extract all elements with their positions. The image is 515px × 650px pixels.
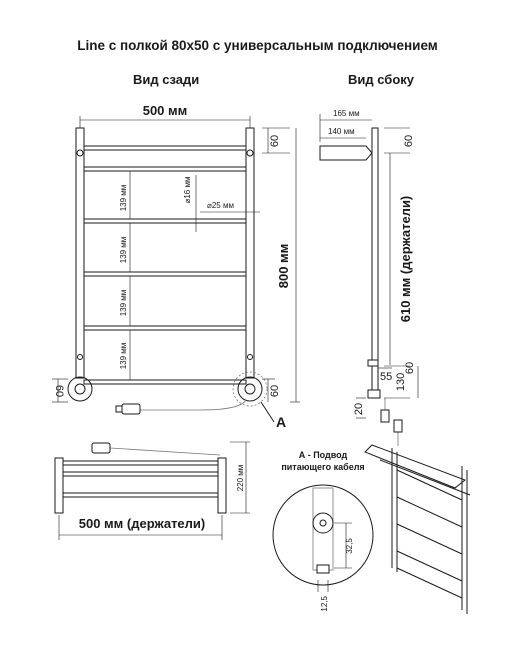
- d25-label: ⌀25 мм: [207, 201, 234, 210]
- side-rail: [371, 127, 379, 391]
- top-view-width-label: 500 мм (держатели): [79, 516, 206, 531]
- top-view-bar-1: [62, 460, 219, 466]
- callout-label: A: [276, 414, 286, 430]
- top-view: 220 мм 500 мм (держатели): [54, 441, 250, 540]
- detail-caption-1: А - Подвод: [299, 450, 348, 460]
- side-holder: [367, 359, 379, 367]
- top-view-bar-2: [62, 471, 219, 477]
- right-rail: [245, 127, 255, 379]
- iso-rung-5: [396, 567, 463, 599]
- top-view-left-holder: [54, 457, 64, 514]
- page-title: Line с полкой 80х50 с универсальным подк…: [77, 38, 438, 53]
- rung-5: [83, 325, 247, 331]
- top-view-right-holder: [217, 457, 227, 514]
- top-offset-label: 60: [269, 135, 281, 147]
- detail-a: А - Подвод питающего кабеля 32,5 12,5: [272, 450, 374, 612]
- iso-rung-4: [396, 550, 463, 582]
- bottom-right-hub-inner-icon: [244, 383, 256, 395]
- spacing-label-4: 139 мм: [119, 343, 128, 370]
- spacing-label-2: 139 мм: [119, 237, 128, 264]
- top-left-mount-icon: [76, 149, 84, 157]
- dim-60-label: 60: [404, 362, 416, 374]
- depth-inner-label: 140 мм: [328, 127, 355, 136]
- detail-caption-2: питающего кабеля: [281, 462, 364, 472]
- top-view-bar-3: [62, 492, 219, 498]
- height-label: 800 мм: [276, 244, 291, 289]
- rung-4: [83, 271, 247, 277]
- top-right-mount-icon: [246, 149, 254, 157]
- top-view-cable: [109, 447, 221, 456]
- bottom-offset-label: 60: [269, 385, 281, 397]
- dim-20-label: 20: [353, 403, 365, 415]
- side-plug-icon: [380, 409, 390, 423]
- detail-plug-icon: [316, 564, 330, 574]
- detail-hub-inner-icon: [319, 519, 327, 527]
- bottom-offset-left-label: 60: [53, 385, 65, 397]
- spacing-label-1: 139 мм: [119, 185, 128, 212]
- rung-2: [83, 166, 247, 172]
- bottom-right-hub-icon: [237, 376, 263, 402]
- bottom-left-mount-icon: [77, 354, 83, 360]
- dim-130-label: 130: [395, 373, 407, 391]
- d16-label: ⌀16 мм: [183, 177, 192, 204]
- side-view: 165 мм 140 мм 60 610 мм (держатели) 55 1…: [319, 109, 419, 423]
- bottom-left-hub-icon: [67, 376, 93, 402]
- left-rail: [75, 127, 85, 379]
- bottom-left-hub-inner-icon: [74, 383, 86, 395]
- iso-shelf-edge: [379, 459, 471, 496]
- detail-dim-32-label: 32,5: [345, 538, 354, 554]
- spacing-label-3: 139 мм: [119, 290, 128, 317]
- rung-1: [83, 145, 247, 151]
- top-view-depth-label: 220 мм: [236, 465, 245, 492]
- iso-plug-icon: [393, 419, 403, 433]
- iso-rung-1: [396, 469, 463, 501]
- rung-3: [83, 218, 247, 224]
- cable-plug-tip-icon: [115, 405, 123, 413]
- back-view: 500 мм A 139 мм 13: [52, 103, 300, 430]
- detail-circle: [272, 484, 374, 586]
- bottom-right-mount-icon: [247, 354, 253, 360]
- depth-outer-label: 165 мм: [333, 109, 360, 118]
- detail-dim-12-label: 12,5: [320, 595, 329, 611]
- top-view-plug-icon: [91, 442, 111, 454]
- power-cable: [140, 399, 247, 411]
- dim-55-label: 55: [380, 371, 392, 383]
- callout-circle: [232, 371, 268, 407]
- shelf-bracket: [319, 145, 373, 161]
- holders-label: 610 мм (держатели): [398, 196, 413, 323]
- iso-rung-2: [396, 496, 463, 528]
- cable-plug-icon: [121, 403, 141, 415]
- iso-shelf: [364, 444, 466, 489]
- isometric-view: [364, 419, 471, 614]
- callout-leader: [260, 401, 275, 423]
- detail-rail: [312, 487, 334, 571]
- side-view-label: Вид сбоку: [348, 72, 415, 87]
- iso-rung-3: [396, 523, 463, 555]
- side-top-label: 60: [403, 135, 415, 147]
- side-bottom-cap: [367, 389, 381, 399]
- back-view-label: Вид сзади: [133, 72, 200, 87]
- width-label: 500 мм: [143, 103, 188, 118]
- rung-6: [83, 379, 247, 385]
- detail-hub-icon: [312, 512, 334, 534]
